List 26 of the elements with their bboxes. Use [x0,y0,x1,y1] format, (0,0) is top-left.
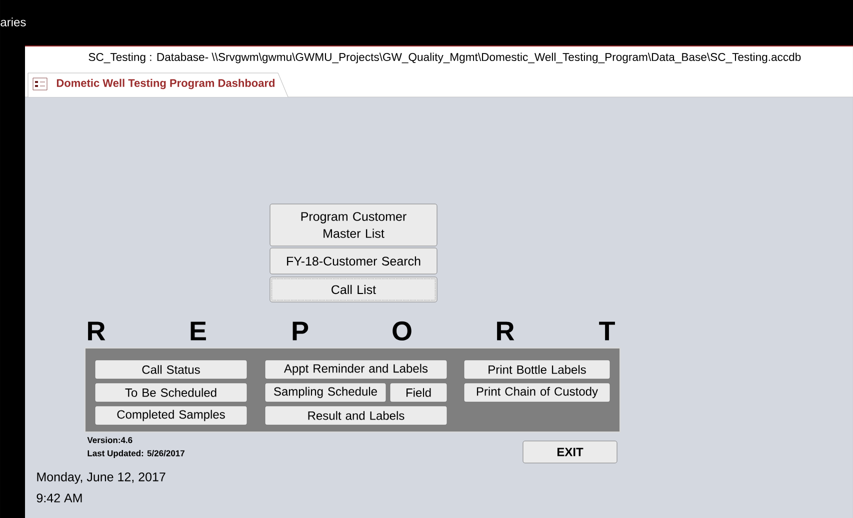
version-text: Version:4.6 [87,436,132,444]
button: Completed Samples [94,406,248,426]
button: Call Status [94,360,248,380]
window-title: SC_Testing : Database- \\Srvgwm\gwmu\GWMU_Projects\GW_Quality_Mgmt\Domestic_Well_Testing_Program\Data_Base\SC_Testing.accdb [88,52,801,64]
heading-letter: T [599,322,615,340]
button: Field [390,382,448,402]
time-text: 9:42 AM [36,494,82,502]
button: Appt Reminder and Labels [264,360,448,380]
date-text: Monday, June 12, 2017 [37,472,166,484]
button: Result and Labels [264,406,448,426]
heading-letter: R [497,322,514,340]
button: Print Bottle Labels [464,360,610,380]
button: Program Customer Master List [270,204,438,246]
heading-letter: O [392,321,412,341]
button: Print Chain of Custody [464,382,610,402]
last-updated-text: Last Updated: 5/26/2017 [88,450,184,458]
heading-letter: E [190,322,206,340]
tab: Dometic Well Testing Program Dashboard [28,72,288,98]
button: FY-18-Customer Search [270,248,438,274]
button: Call List [270,276,438,302]
heading-letter: P [292,322,308,340]
button: EXIT [522,440,618,464]
button: Sampling Schedule [264,382,386,402]
button: To Be Scheduled [94,382,248,402]
heading-letter: R [88,322,106,340]
desktop-icon-label: aries [0,18,26,26]
